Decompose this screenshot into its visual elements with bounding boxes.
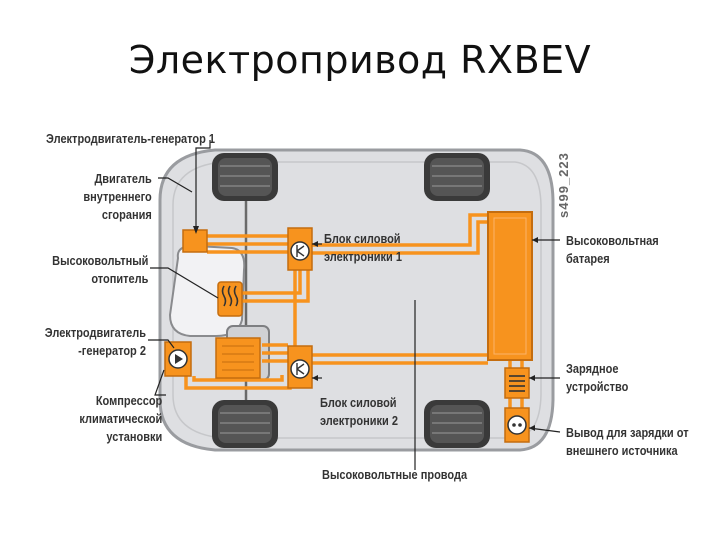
motor-gen-1 xyxy=(182,229,208,253)
charger xyxy=(504,367,530,399)
page-title: Электропривод RXBEV xyxy=(128,38,592,82)
transistor-icon xyxy=(290,241,310,261)
hv-heater xyxy=(217,281,243,317)
label-motor-gen-2: Электродвигатель-генератор 2 xyxy=(44,326,146,358)
transistor-icon xyxy=(290,359,310,379)
wheel-front-left xyxy=(212,153,278,201)
wheel-rear-left xyxy=(424,153,490,201)
diagram-code: s499_223 xyxy=(556,152,571,218)
wheel-front-right xyxy=(212,400,278,448)
heater-icon xyxy=(221,285,239,307)
arrow-heads xyxy=(193,226,538,431)
hv-battery xyxy=(487,211,533,361)
plug-icon xyxy=(507,415,527,435)
label-hv-wires: Высоковольтные провода xyxy=(322,468,468,482)
motor-gen-2 xyxy=(215,337,261,379)
label-motor-gen-1: Электродвигатель-генератор 1 xyxy=(46,132,215,146)
wheel-rear-right xyxy=(424,400,490,448)
